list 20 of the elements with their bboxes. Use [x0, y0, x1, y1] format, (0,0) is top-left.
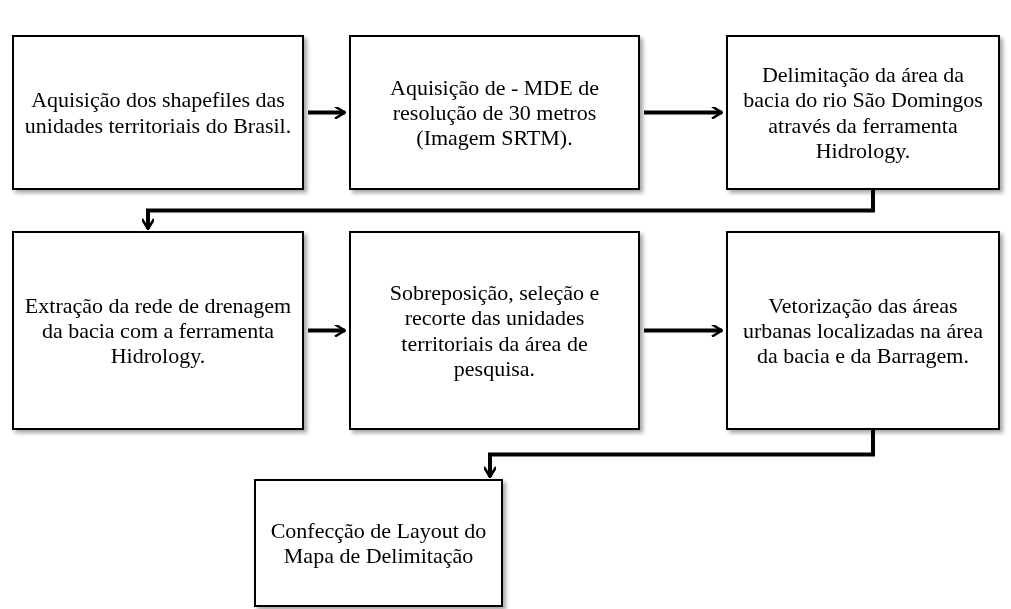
process-box: [349, 231, 640, 430]
step-text: Sobreposição, seleção e recorte das unidades territoriais da área de pesquisa.: [388, 279, 601, 382]
arrow: [644, 105, 724, 120]
arrow: [482, 430, 875, 479]
process-box: [349, 35, 640, 190]
process-box: [254, 479, 503, 607]
step-text: Vetorização das áreas urbanas localizadas na área da bacia e da Barragem.: [742, 292, 984, 369]
process-box: [726, 231, 1000, 430]
arrow: [644, 323, 724, 338]
arrow: [308, 323, 347, 338]
arrow: [140, 190, 875, 231]
process-box: [12, 231, 304, 430]
process-box: [726, 35, 1000, 190]
step-text: Aquisição dos shapefiles das unidades territoriais do Brasil.: [24, 87, 292, 138]
process-box: [12, 35, 304, 190]
step-text: Delimitação da área da bacia do rio São Domingos através da ferramenta Hidrology.: [742, 61, 984, 164]
step-text: Extração da rede de drenagem da bacia com a ferramenta Hidrology.: [24, 292, 292, 369]
arrow: [308, 105, 347, 120]
step-text: Aquisição de - MDE de resolução de 30 metros (Imagem SRTM).: [389, 74, 600, 151]
step-text: Confecção de Layout do Mapa de Delimitação: [269, 517, 488, 569]
